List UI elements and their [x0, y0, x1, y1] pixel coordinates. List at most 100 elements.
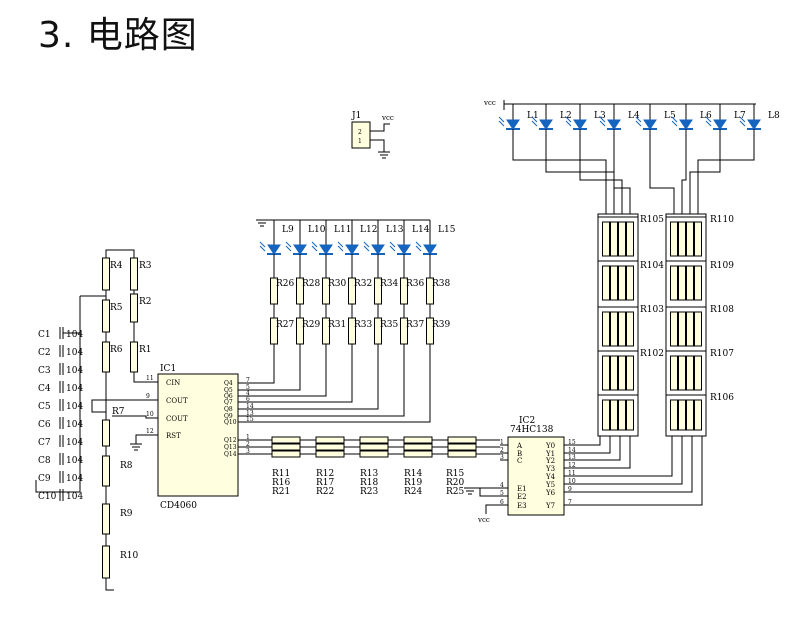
bus-resistor-ref: R22: [316, 487, 334, 497]
bus-resistor: [315, 443, 345, 451]
grid-resistor-ref: R105: [640, 215, 664, 225]
ic2-pin-name: E2: [517, 493, 527, 501]
grid-resistor: [670, 265, 678, 301]
ic1-pin-number: 2: [246, 441, 250, 448]
mid-led: [259, 241, 281, 255]
grid-resistor: [610, 265, 618, 301]
ic2-pin-name: C: [517, 457, 522, 465]
grid-resistor: [678, 311, 686, 347]
grid-resistor: [694, 399, 702, 431]
ladder-resistor-ref: R4: [110, 261, 123, 271]
left-resistor-grid: [597, 213, 639, 437]
ic2-ref: IC2: [519, 416, 535, 426]
ic1-pin-name: Q9: [224, 413, 233, 420]
ic1-pin-name: Q12: [224, 437, 237, 444]
capacitor-ref: C2: [38, 348, 51, 358]
capacitor-value: 104: [66, 420, 83, 430]
bus-resistor: [315, 436, 345, 444]
mid-led: [389, 241, 411, 255]
mid-led: [363, 241, 385, 255]
bus-resistor: [359, 443, 389, 451]
top-led-label: L1: [527, 111, 539, 121]
capacitor-value: 104: [66, 402, 83, 412]
ic1-pin-name: COUT: [166, 415, 188, 423]
grid-resistor: [610, 399, 618, 431]
bus-resistor-ref: R14: [404, 469, 423, 479]
ic1-pin-number: 13: [246, 410, 254, 417]
mid-resistor-ref: R26: [276, 279, 295, 289]
grid-resistor: [610, 221, 618, 257]
bus-resistor: [271, 436, 301, 444]
ic2-pin-number: 6: [500, 499, 504, 506]
mid-resistor-ref: R29: [302, 320, 321, 330]
top-led-label: L2: [560, 111, 572, 121]
bus-resistor-ref: R24: [404, 487, 423, 497]
ic2-pin-name: E1: [517, 485, 527, 493]
grid-resistor: [602, 355, 610, 391]
mid-led: [415, 241, 437, 255]
grid-resistor: [686, 265, 694, 301]
mid-led-label: L11: [334, 225, 351, 235]
grid-resistor: [670, 311, 678, 347]
mid-resistor-ref: R30: [328, 279, 347, 289]
chain-resistor: [102, 455, 110, 487]
ic2-pin-number: 10: [568, 478, 576, 485]
ic1-pin-name: Q7: [224, 399, 233, 406]
ladder-resistor: [130, 293, 138, 323]
capacitor-ref: C9: [38, 474, 51, 484]
ic1-pin-name: Q4: [224, 380, 233, 387]
ic1-pin-name: Q10: [224, 419, 237, 426]
chain-resistor-ref: R10: [120, 551, 139, 561]
ic1-pin-number: 6: [246, 396, 250, 403]
ic2-pin-number: 2: [500, 447, 504, 454]
grid-resistor: [686, 355, 694, 391]
mid-resistor-ref: R27: [276, 320, 295, 330]
grid-resistor: [626, 265, 634, 301]
mid-resistor-ref: R31: [328, 320, 346, 330]
capacitor-ref: C5: [38, 402, 51, 412]
capacitor-ref: C8: [38, 456, 51, 466]
bus-resistor: [359, 450, 389, 458]
grid-resistor: [678, 221, 686, 257]
ic1-pin-number: 14: [246, 403, 254, 410]
mid-resistor-ref: R34: [380, 279, 399, 289]
ic2-pin-name: Y7: [545, 502, 555, 510]
ic2-pin-number: 5: [500, 490, 504, 497]
bus-resistor-ref: R19: [404, 478, 423, 488]
bus-resistor: [403, 436, 433, 444]
mid-led: [311, 241, 333, 255]
capacitor-ref: C3: [38, 366, 51, 376]
top-led-label: L3: [594, 111, 606, 121]
grid-resistor: [678, 265, 686, 301]
capacitor-value: 104: [66, 492, 83, 502]
ic2-pin-number: 11: [568, 470, 576, 477]
ic1-ref: IC1: [160, 364, 176, 374]
page-title: 3. 电路图: [38, 15, 198, 56]
bus-resistor: [271, 443, 301, 451]
mid-resistor-ref: R38: [432, 279, 451, 289]
grid-resistor: [694, 265, 702, 301]
grid-resistor: [694, 221, 702, 257]
mid-resistor-ref: R39: [432, 320, 451, 330]
capacitor-ref: C10: [38, 492, 57, 502]
ic1-pin-number: 4: [246, 390, 250, 397]
grid-resistor-ref: R102: [640, 349, 664, 359]
grid-resistor: [602, 399, 610, 431]
mid-resistor-ref: R28: [302, 279, 321, 289]
ic2-pin-number: 15: [568, 439, 576, 446]
ic1-pin-number: 5: [246, 384, 250, 391]
mid-led-label: L12: [360, 225, 377, 235]
ic2-pin-name: Y1: [545, 450, 555, 458]
grid-resistor: [602, 265, 610, 301]
connector-pin-2: 2: [358, 129, 362, 136]
mid-led-label: L14: [412, 225, 430, 235]
ladder-resistor: [130, 257, 138, 291]
grid-resistor: [678, 399, 686, 431]
ladder-resistor-ref: R5: [110, 303, 123, 313]
ic1-pin-name: Q13: [224, 444, 237, 451]
grid-resistor: [618, 221, 626, 257]
grid-resistor: [670, 355, 678, 391]
ic2-pin-number: 3: [500, 454, 504, 461]
grid-resistor: [602, 221, 610, 257]
capacitor-ref: C6: [38, 420, 51, 430]
